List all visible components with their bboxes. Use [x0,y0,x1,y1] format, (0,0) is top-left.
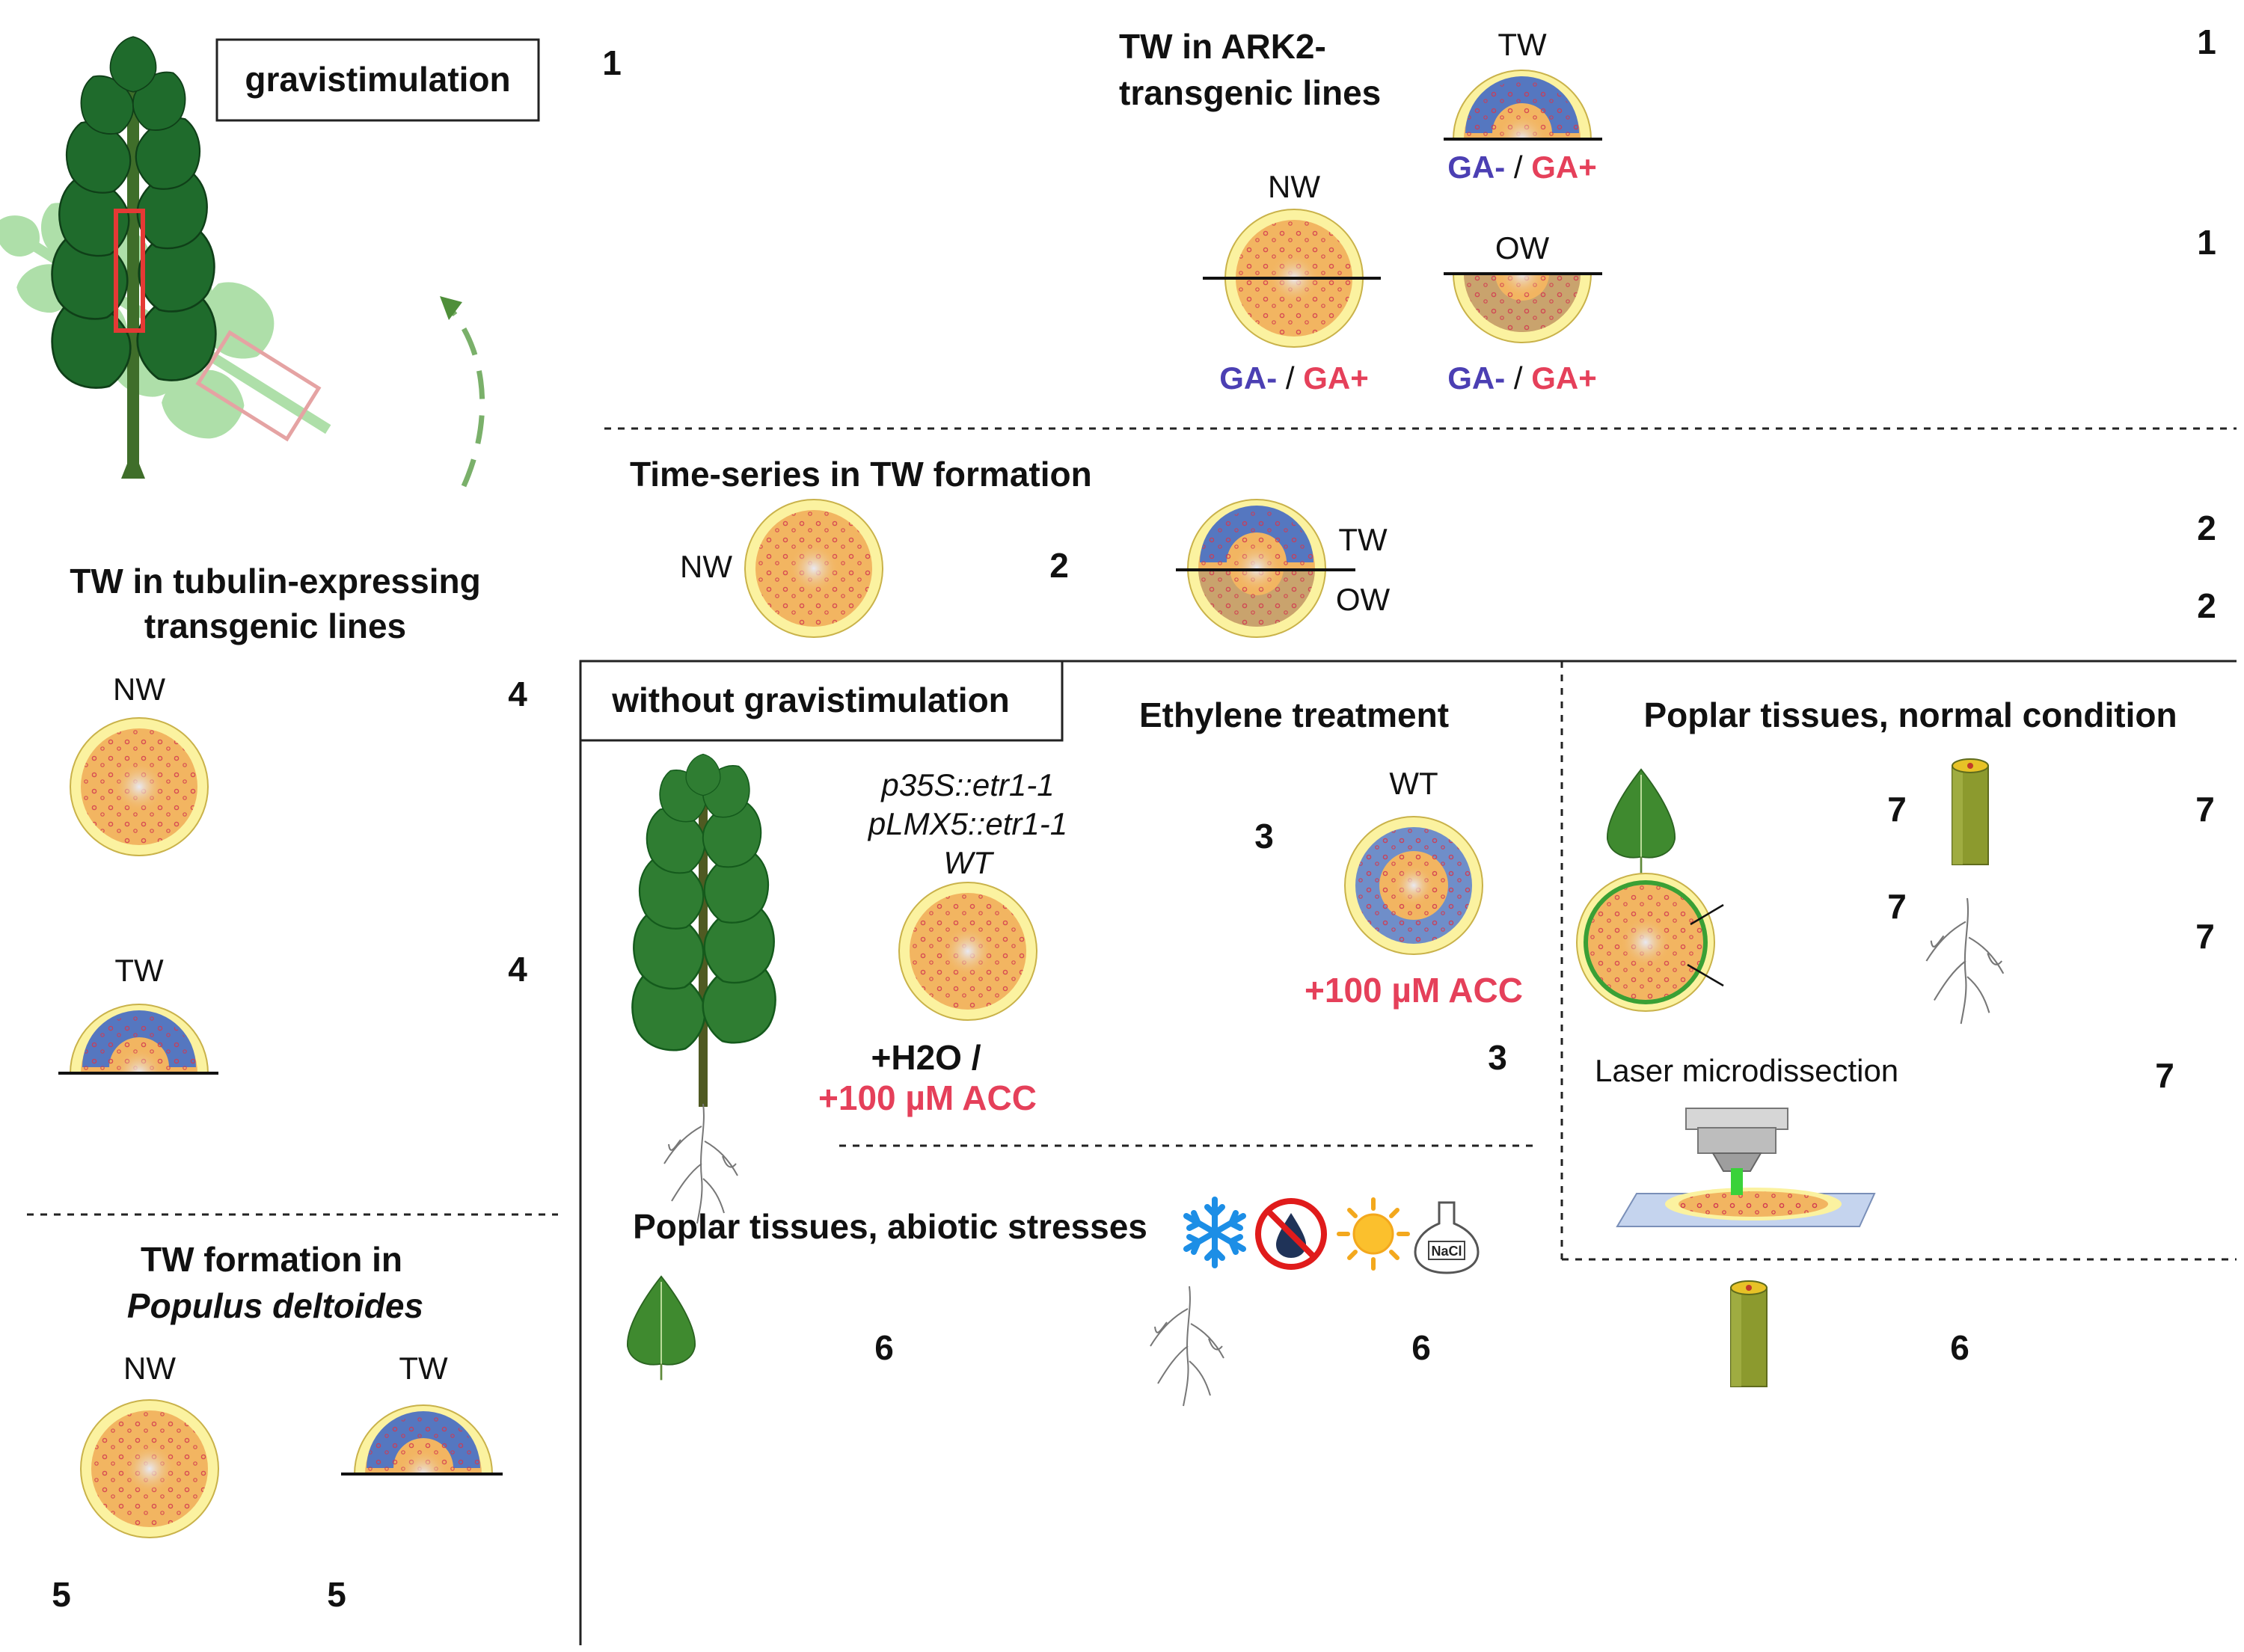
abiotic-title: Poplar tissues, abiotic stresses [633,1207,1147,1246]
tubulin-number-1: 4 [508,675,527,713]
h2o-treatment-label: +H2O / [871,1038,981,1077]
normal-number-stem: 7 [2195,790,2215,829]
abiotic-stem-segment-icon [1730,1280,1768,1387]
heat-sun-icon [1337,1197,1410,1271]
genotype-line-3: WT [943,845,995,880]
ark2-number-right-2: 1 [2197,223,2216,262]
normal-number-root: 7 [2195,917,2215,956]
root-icon [1925,897,2005,1025]
without-gravistimulation-label: without gravistimulation [611,681,1010,719]
ark2-nw-label: NW [1268,169,1320,204]
gravistimulation-box [215,38,540,122]
tubulin-number-2: 4 [508,950,527,989]
ethylene-title: Ethylene treatment [1139,696,1449,734]
timeseries-number-mid: 2 [1049,546,1069,585]
etr1-cross-section [898,882,1037,1021]
cold-snowflake-icon [1183,1197,1246,1268]
ark2-title-line2: transgenic lines [1119,73,1381,112]
gravity-direction-arrow [440,296,485,488]
normal-number-leaf: 7 [1887,790,1907,829]
abiotic-leaf-icon [626,1275,696,1381]
abiotic-root-icon [1150,1286,1224,1407]
salt-flask-icon: NaCl [1414,1201,1480,1274]
timeseries-nw-label: NW [680,549,732,584]
ethylene-number-1: 3 [1254,817,1274,856]
gravistimulation-label: gravistimulation [245,60,510,99]
stem-cross-section-icon [1576,873,1724,1012]
tubulin-tw-label: TW [114,953,164,988]
laser-number: 7 [2155,1056,2174,1095]
ethylene-wt-label: WT [1389,766,1438,801]
timeseries-ow-label: OW [1336,582,1391,617]
deltoides-tw-label: TW [399,1351,448,1386]
poplar-plant-icon [616,753,792,1224]
without-gravistimulation-box [579,660,1064,742]
ark2-nw-ga-labels: GA- / GA+ [1219,360,1369,396]
ark2-number-right-1: 1 [2197,22,2216,61]
ark2-tw-label: TW [1497,27,1547,62]
normal-title: Poplar tissues, normal condition [1643,696,2177,734]
tubulin-title-line1: TW in tubulin-expressing [70,562,480,601]
ark2-number-left: 1 [602,43,622,82]
genotype-line-1: p35S::etr1-1 [880,767,1054,802]
ethylene-number-2: 3 [1488,1038,1507,1077]
ethylene-acc-label: +100 µM ACC [1305,971,1523,1010]
deltoides-title-line1: TW formation in [141,1240,402,1279]
abiotic-number-root: 6 [1411,1328,1431,1367]
ark2-title-line1: TW in ARK2- [1119,27,1326,66]
deltoides-nw-cross-section [80,1399,219,1538]
laser-microscope-icon [1616,1108,1876,1227]
stem-segment-icon [1952,758,1989,865]
deltoides-title-line2: Populus deltoides [127,1286,423,1325]
abiotic-number-stem: 6 [1950,1328,1969,1367]
ark2-ow-ga-labels: GA- / GA+ [1447,360,1597,396]
drought-icon [1255,1198,1327,1270]
deltoides-number-1: 5 [52,1575,71,1614]
timeseries-tw-label: TW [1338,522,1388,557]
tubulin-title-line2: transgenic lines [144,607,406,645]
acc-treatment-label: +100 µM ACC [818,1078,1037,1117]
nacl-label: NaCl [1431,1244,1462,1259]
abiotic-number-leaf: 6 [874,1328,894,1367]
ethylene-cross-section [1344,816,1483,955]
timeseries-number-right-1: 2 [2197,509,2216,547]
ark2-ow-label: OW [1495,230,1550,265]
leaf-icon [1606,768,1676,874]
genotype-line-2: pLMX5::etr1-1 [867,806,1067,841]
timeseries-nw-cross-section [744,499,883,638]
tubulin-nw-label: NW [113,672,165,707]
ark2-tw-ga-labels: GA- / GA+ [1447,150,1597,185]
deltoides-nw-label: NW [123,1351,176,1386]
timeseries-title: Time-series in TW formation [630,455,1092,494]
normal-number-xsec: 7 [1887,887,1907,926]
laser-title: Laser microdissection [1595,1053,1898,1088]
timeseries-number-right-2: 2 [2197,586,2216,625]
tubulin-nw-cross-section [70,717,209,856]
upright-plant-icon [34,36,234,479]
deltoides-number-2: 5 [327,1575,346,1614]
